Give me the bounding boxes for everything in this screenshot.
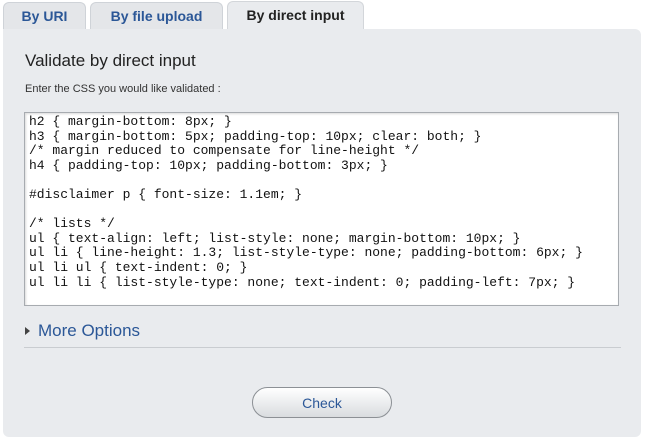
disclosure-triangle-right-icon (25, 327, 30, 335)
panel-title: Validate by direct input (25, 51, 196, 70)
css-input-textarea[interactable]: h2 { margin-bottom: 8px; } h3 { margin-b… (24, 112, 619, 306)
tab-by-file-upload[interactable]: By file upload (90, 2, 223, 30)
more-options-toggle[interactable]: More Options (25, 321, 140, 341)
tab-by-direct-input[interactable]: By direct input (227, 1, 364, 31)
direct-input-panel: Validate by direct input Enter the CSS y… (3, 29, 641, 437)
check-button[interactable]: Check (252, 387, 392, 418)
tab-bar: By URI By file upload By direct input (0, 0, 645, 31)
more-options-label: More Options (38, 321, 141, 340)
instructions-label: Enter the CSS you would like validated : (25, 83, 221, 95)
section-divider (24, 347, 621, 348)
tab-by-uri[interactable]: By URI (3, 2, 86, 30)
